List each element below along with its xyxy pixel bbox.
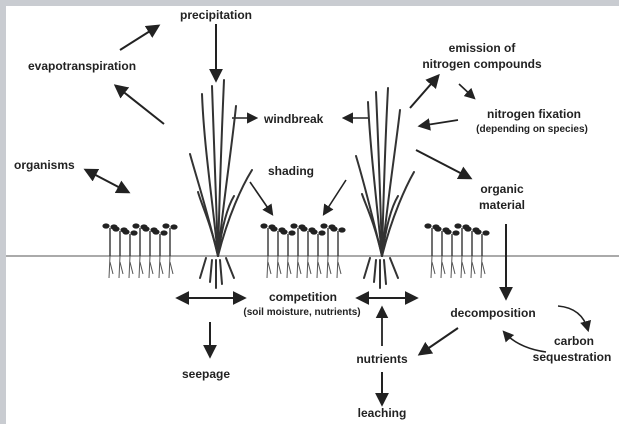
seedling-root (307, 256, 311, 278)
seedling-root (451, 256, 455, 278)
seedling-leaf (454, 223, 461, 228)
seedling-root (129, 256, 133, 278)
label-carbon-line1: carbon (554, 334, 594, 348)
arrow-organisms (86, 170, 128, 192)
seedling-root (109, 256, 113, 278)
seedling-leaf (474, 229, 481, 234)
seedling-root (441, 256, 445, 278)
seedling-leaf (270, 226, 277, 231)
seedling-leaf (330, 226, 337, 231)
seedling-leaf (320, 223, 327, 228)
seedling-root (327, 256, 331, 278)
label-leaching: leaching (358, 406, 407, 420)
arrow-fixation-trend (459, 84, 474, 98)
label-competition-note: (soil moisture, nutrients) (243, 306, 360, 320)
seedling-root (297, 256, 301, 278)
seedling-leaf (122, 229, 129, 234)
seedling-leaf (132, 223, 139, 228)
label-organisms: organisms (14, 158, 75, 172)
seedling-root (119, 256, 123, 278)
seedling-leaf (112, 226, 119, 231)
label-seepage: seepage (182, 367, 230, 381)
label-shading: shading (268, 164, 314, 178)
arrow-carbon-top (558, 306, 588, 330)
arrow-carbon-bottom (504, 332, 546, 352)
label-decomposition: decomposition (450, 306, 535, 320)
arrow-organic-material (416, 150, 470, 178)
label-nutrients: nutrients (356, 352, 407, 366)
arrows (86, 24, 588, 404)
seedling-leaf (162, 223, 169, 228)
seedling-leaf (444, 229, 451, 234)
seedling-group-middle (260, 223, 345, 278)
label-evapotranspiration: evapotranspiration (28, 59, 136, 73)
seedling-root (277, 256, 281, 278)
label-nitrogen-fixation-note: (depending on species) (476, 123, 588, 137)
diagram-canvas: precipitation evapotranspiration windbre… (6, 6, 619, 424)
arrow-shading-left (250, 182, 272, 214)
seedling-leaf (130, 230, 137, 235)
seedling-root (317, 256, 321, 278)
seedling-leaf (290, 223, 297, 228)
seedling-leaf (260, 223, 267, 228)
seedlings (102, 223, 489, 278)
seedling-leaf (424, 223, 431, 228)
label-competition: competition (269, 290, 337, 304)
label-nitrogen-fixation: nitrogen fixation (487, 107, 581, 121)
seedling-root (461, 256, 465, 278)
seedling-root (267, 256, 271, 278)
seedling-leaf (464, 226, 471, 231)
seedling-root (471, 256, 475, 278)
seedling-leaf (170, 224, 177, 229)
seedling-leaf (280, 229, 287, 234)
seedling-leaf (310, 229, 317, 234)
seedling-leaf (338, 227, 345, 232)
seedling-leaf (102, 223, 109, 228)
seedling-root (159, 256, 163, 278)
seedling-leaf (434, 226, 441, 231)
seedling-root (169, 256, 173, 278)
label-organic-line1: organic (480, 182, 523, 196)
label-emission-line1: emission of (449, 41, 516, 55)
arrow-evapotranspiration (116, 86, 164, 124)
seedling-leaf (160, 230, 167, 235)
label-carbon-line2: sequestration (533, 350, 612, 364)
seedling-group-right (424, 223, 489, 278)
label-organic-line2: material (479, 198, 525, 212)
label-precipitation: precipitation (180, 8, 252, 22)
seedling-root (431, 256, 435, 278)
seedling-root (139, 256, 143, 278)
arrow-emission (410, 76, 438, 108)
arrow-shading-right (324, 180, 346, 214)
label-emission-line2: nitrogen compounds (422, 57, 541, 71)
arrow-evap-to-precip (120, 26, 158, 50)
seedling-leaf (482, 230, 489, 235)
arrow-decomp-to-nutrients (420, 328, 458, 354)
seedling-root (481, 256, 485, 278)
seedling-leaf (300, 226, 307, 231)
seedling-leaf (142, 226, 149, 231)
seedling-leaf (452, 230, 459, 235)
seedling-group-left (102, 223, 177, 278)
seedling-leaf (288, 230, 295, 235)
seedling-root (149, 256, 153, 278)
tall-plant-left (190, 80, 252, 288)
seedling-root (337, 256, 341, 278)
label-windbreak: windbreak (264, 112, 323, 126)
seedling-root (287, 256, 291, 278)
seedling-leaf (152, 229, 159, 234)
arrow-nitrogen-fixation (420, 120, 458, 126)
seedling-leaf (318, 230, 325, 235)
